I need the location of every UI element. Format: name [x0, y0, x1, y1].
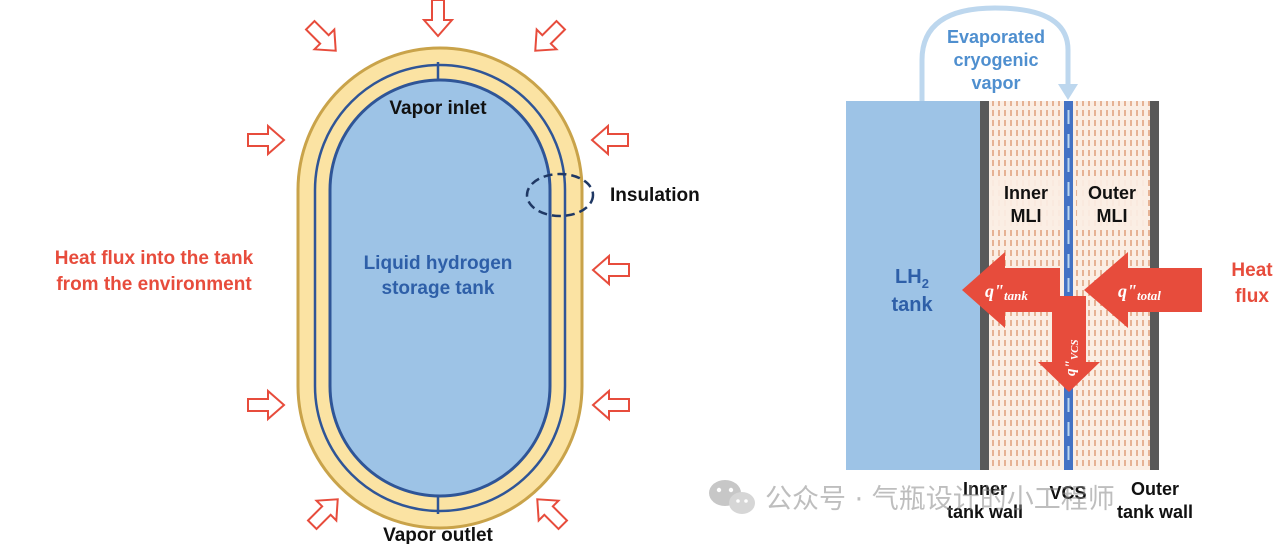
insulation-marker	[525, 172, 595, 218]
heat-flux-right-line2: flux	[1235, 286, 1269, 307]
outer-mli-label-line2: MLI	[1097, 206, 1128, 226]
vapor-arrow-head-icon	[1058, 84, 1078, 100]
inner-tank-body	[328, 78, 552, 498]
heat-flux-right-line1: Heat	[1231, 260, 1273, 281]
q-total-sub: total	[1137, 288, 1161, 303]
inner-mli-label-bg	[992, 178, 1060, 230]
heat-flux-label-line2: from the environment	[56, 274, 252, 295]
watermark: 公众号 · 气瓶设计的小工程师	[709, 480, 1115, 515]
heat-flux-arrows	[247, 0, 630, 531]
right-wall-diagram: Evaporated cryogenic vapor LH2 tank Inne…	[846, 5, 1273, 522]
q-total-main: q"	[1118, 281, 1137, 301]
q-tank-main: q"	[985, 281, 1004, 301]
vcs-label: VCS	[1049, 483, 1086, 503]
left-tank-diagram: Vapor inlet Vapor outlet Insulation Liqu…	[55, 0, 700, 544]
q-vcs-arrow	[1038, 296, 1100, 392]
q-vcs-label: q"VCS	[1063, 339, 1081, 376]
lh2-subscript: 2	[922, 276, 929, 291]
inner-tank-wall-line1: Inner	[963, 479, 1007, 499]
outer-mli-label-bg	[1077, 178, 1147, 230]
heat-arrow-icon	[304, 19, 337, 52]
heat-arrow-icon	[247, 388, 286, 422]
inner-mli-label-line1: Inner	[1004, 183, 1048, 203]
q-tank-arrow	[962, 252, 1060, 328]
watermark-text: 公众号 · 气瓶设计的小工程师	[765, 484, 1115, 515]
vapor-return-arrow	[919, 5, 1071, 101]
q-total-arrow	[1084, 252, 1202, 328]
tank-label-line1: Liquid hydrogen	[364, 253, 513, 274]
vapor-outlet-label: Vapor outlet	[383, 525, 493, 544]
lh2-label: LH2	[895, 266, 929, 291]
inner-mli-label-line2: MLI	[1011, 206, 1042, 226]
heat-arrow-icon	[591, 388, 630, 422]
outer-wall-line	[313, 63, 567, 513]
q-vcs-sub: VCS	[1069, 339, 1081, 360]
outer-tank-wall-line2: tank wall	[1117, 502, 1193, 522]
lh2-label-line2: tank	[891, 294, 933, 316]
evaporated-label-line3: vapor	[971, 73, 1020, 93]
evaporated-label-line2: cryogenic	[953, 50, 1038, 70]
q-tank-sub: tank	[1004, 288, 1028, 303]
tank-label-line2: storage tank	[382, 278, 495, 299]
q-tank-label: q"tank	[985, 281, 1028, 303]
q-total-label: q"total	[1118, 281, 1161, 303]
lh2-main: LH	[895, 266, 922, 288]
insulation-label: Insulation	[610, 185, 700, 206]
inner-tank-wall-line2: tank wall	[947, 502, 1023, 522]
outer-tank-wall-line1: Outer	[1131, 479, 1179, 499]
q-vcs-main: q"	[1063, 360, 1079, 376]
outer-mli-label-line1: Outer	[1088, 183, 1136, 203]
evaporated-label-line1: Evaporated	[947, 27, 1045, 47]
heat-flux-label-line1: Heat flux into the tank	[55, 248, 254, 269]
heat-arrow-icon	[590, 123, 629, 157]
heat-arrow-icon	[306, 498, 339, 531]
vapor-inlet-label: Vapor inlet	[389, 98, 487, 119]
heat-arrow-icon	[421, 0, 455, 38]
heat-arrow-icon	[591, 253, 630, 287]
lh2-tank-block	[846, 101, 980, 470]
heat-arrow-icon	[534, 19, 567, 52]
heat-arrow-icon	[247, 123, 286, 157]
wechat-icon	[709, 480, 755, 514]
heat-arrow-icon	[536, 498, 569, 531]
